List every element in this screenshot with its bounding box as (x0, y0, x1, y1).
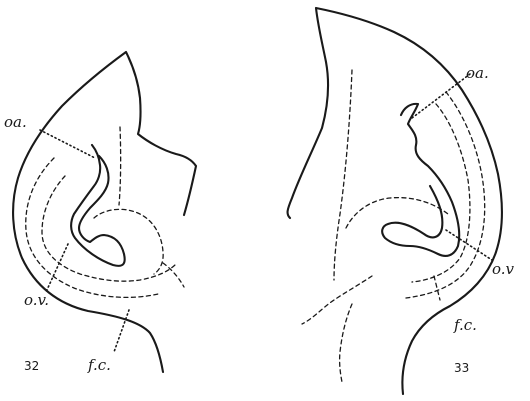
fig32-outer-contour (13, 52, 196, 372)
fig33-lower-dashed-left (302, 276, 372, 324)
fig33-ov-leader (446, 230, 492, 260)
fig33-number: 33 (454, 361, 469, 375)
fig32-number: 32 (24, 359, 39, 373)
fig32-label-ov: o.v. (24, 291, 49, 309)
fig32-ov-leader (46, 244, 68, 292)
fig32-oa-leader (40, 130, 95, 158)
fig32-arch-dashed (94, 209, 163, 274)
fig33-label-fc: f.c. (453, 316, 477, 334)
fig32-label-oa: oa. (4, 113, 27, 131)
fig32-label-fc: f.c. (87, 356, 111, 374)
fig32-outer-dashed-contour (26, 158, 158, 297)
fig33-fc-dashes (434, 276, 440, 300)
figure-33: oa. o.v f.c. 33 (288, 8, 515, 394)
fig33-left-dashed-line (334, 70, 352, 280)
fig32-vertical-dashed-line (119, 127, 121, 205)
fig33-label-oa: oa. (466, 64, 489, 82)
figure-32: oa. o.v. f.c. 32 (4, 52, 196, 374)
fig32-vesicle-contour (71, 145, 125, 266)
fig33-label-ov: o.v (492, 260, 515, 278)
fig33-vesicle-contour (382, 104, 459, 256)
fig33-outer-dashed-contour (406, 92, 485, 298)
fig33-lower-dashed-right (340, 304, 352, 382)
